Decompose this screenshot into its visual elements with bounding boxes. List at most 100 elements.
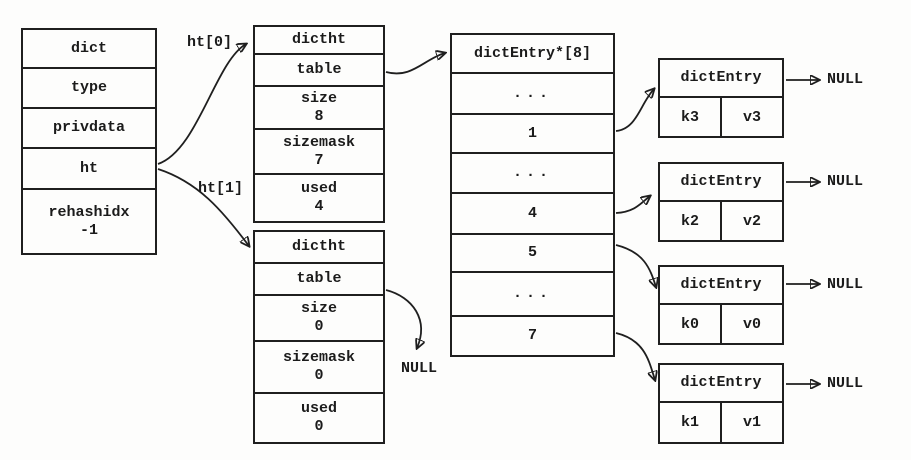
- entry-header: dictEntry: [660, 267, 782, 305]
- array-title: dictEntry*[8]: [473, 44, 592, 62]
- entry-key-cell: k0: [660, 305, 722, 343]
- dict-entry-box-k2: dictEntry k2 v2: [658, 162, 784, 242]
- bucket-slot-ellipsis: ...: [452, 154, 613, 194]
- null-label-table1: NULL: [401, 360, 438, 377]
- pointer-label-ht1: ht[1]: [198, 180, 244, 197]
- field-label: size: [300, 89, 337, 107]
- dictht0-field-table: table: [255, 55, 383, 87]
- entry-kv-row: k0 v0: [660, 305, 782, 343]
- field-value: 0: [314, 367, 324, 384]
- arrow-slot7-to-entry-k1: [615, 332, 655, 380]
- field-label: table: [296, 61, 342, 78]
- dict-entry-box-k3: dictEntry k3 v3: [658, 58, 784, 138]
- dictht0-field-size: size 8: [255, 87, 383, 130]
- field-label: table: [296, 270, 342, 287]
- slot-label: 7: [527, 327, 537, 344]
- bucket-slot-5: 5: [452, 235, 613, 273]
- dictht1-field-size: size 0: [255, 296, 383, 342]
- null-label-entry-k0: NULL: [827, 276, 864, 293]
- dictht1-field-table: table: [255, 264, 383, 296]
- bucket-slot-4: 4: [452, 194, 613, 235]
- slot-label: ...: [512, 164, 552, 181]
- null-label-entry-k1: NULL: [827, 375, 864, 392]
- arrow-slot1-to-entry-k3: [615, 89, 654, 132]
- entry-header: dictEntry: [660, 365, 782, 403]
- pointer-label-ht0: ht[0]: [187, 34, 233, 51]
- entry-key-cell: k3: [660, 98, 722, 136]
- field-label: type: [70, 79, 107, 96]
- dictht1-field-sizemask: sizemask 0: [255, 342, 383, 394]
- dict-entry-box-k0: dictEntry k0 v0: [658, 265, 784, 345]
- dict-field-privdata: privdata: [23, 109, 155, 149]
- bucket-array-header: dictEntry*[8]: [452, 35, 613, 74]
- struct-title: dictht: [291, 238, 346, 255]
- dict-field-ht: ht: [23, 149, 155, 190]
- bucket-slot-ellipsis: ...: [452, 74, 613, 115]
- field-label: rehashidx: [48, 203, 130, 221]
- arrow-ht1-to-dictht1: [157, 168, 249, 246]
- null-label-entry-k2: NULL: [827, 173, 864, 190]
- arrow-slot5-to-entry-k0: [615, 244, 656, 287]
- dictht1-field-used: used 0: [255, 394, 383, 442]
- slot-label: 4: [527, 204, 537, 222]
- entry-value-cell: v3: [722, 98, 782, 136]
- arrow-slot4-to-entry-k2: [615, 196, 650, 214]
- entry-key-cell: k1: [660, 403, 722, 442]
- key-label: k1: [680, 414, 699, 431]
- dictht0-title: dictht: [255, 27, 383, 55]
- field-label: size: [300, 300, 337, 317]
- value-label: v3: [742, 108, 761, 126]
- entry-kv-row: k1 v1: [660, 403, 782, 442]
- struct-title: dictEntry: [680, 69, 762, 86]
- field-value: -1: [79, 221, 98, 239]
- field-label: ht: [79, 159, 98, 177]
- key-label: k2: [680, 212, 699, 230]
- field-value: 7: [314, 151, 324, 169]
- bucket-slot-1: 1: [452, 115, 613, 154]
- bucket-array-box: dictEntry*[8] ... 1 ... 4 5 ... 7: [450, 33, 615, 357]
- entry-value-cell: v0: [722, 305, 782, 343]
- struct-title: dictEntry: [680, 276, 762, 293]
- field-label: privdata: [52, 119, 125, 136]
- dict-field-type: type: [23, 69, 155, 109]
- entry-value-cell: v1: [722, 403, 782, 442]
- field-value: 0: [314, 318, 324, 335]
- slot-label: 5: [527, 244, 537, 261]
- field-label: used: [300, 400, 337, 417]
- field-value: 4: [314, 198, 324, 215]
- dictht1-title: dictht: [255, 232, 383, 264]
- key-label: k0: [680, 315, 699, 333]
- dict-struct-box: dict type privdata ht rehashidx -1: [21, 28, 157, 255]
- arrow-table0-to-bucket-array: [385, 53, 445, 75]
- struct-title: dictEntry: [680, 173, 762, 190]
- value-label: v2: [742, 212, 761, 230]
- field-value: 0: [314, 418, 324, 435]
- entry-kv-row: k3 v3: [660, 98, 782, 136]
- slot-label: ...: [512, 285, 552, 302]
- dict-field-dict: dict: [23, 30, 155, 69]
- dictht0-field-sizemask: sizemask 7: [255, 130, 383, 175]
- field-label: dict: [70, 39, 107, 57]
- arrow-ht0-to-dictht0: [157, 44, 246, 165]
- field-value: 8: [314, 107, 324, 125]
- entry-kv-row: k2 v2: [660, 202, 782, 240]
- bucket-slot-7: 7: [452, 317, 613, 355]
- entry-header: dictEntry: [660, 164, 782, 202]
- slot-label: 1: [527, 124, 537, 142]
- entry-value-cell: v2: [722, 202, 782, 240]
- slot-label: ...: [512, 84, 552, 102]
- value-label: v1: [742, 414, 761, 431]
- arrow-table1-to-null: [385, 289, 421, 348]
- struct-title: dictEntry: [680, 374, 762, 391]
- value-label: v0: [742, 315, 761, 333]
- dict-entry-box-k1: dictEntry k1 v1: [658, 363, 784, 444]
- field-label: sizemask: [282, 133, 355, 151]
- dictht0-box: dictht table size 8 sizemask 7 used 4: [253, 25, 385, 223]
- entry-header: dictEntry: [660, 60, 782, 98]
- field-label: used: [300, 180, 337, 197]
- dictht1-box: dictht table size 0 sizemask 0 used 0: [253, 230, 385, 444]
- dict-field-rehashidx: rehashidx -1: [23, 190, 155, 253]
- null-label-entry-k3: NULL: [827, 71, 864, 88]
